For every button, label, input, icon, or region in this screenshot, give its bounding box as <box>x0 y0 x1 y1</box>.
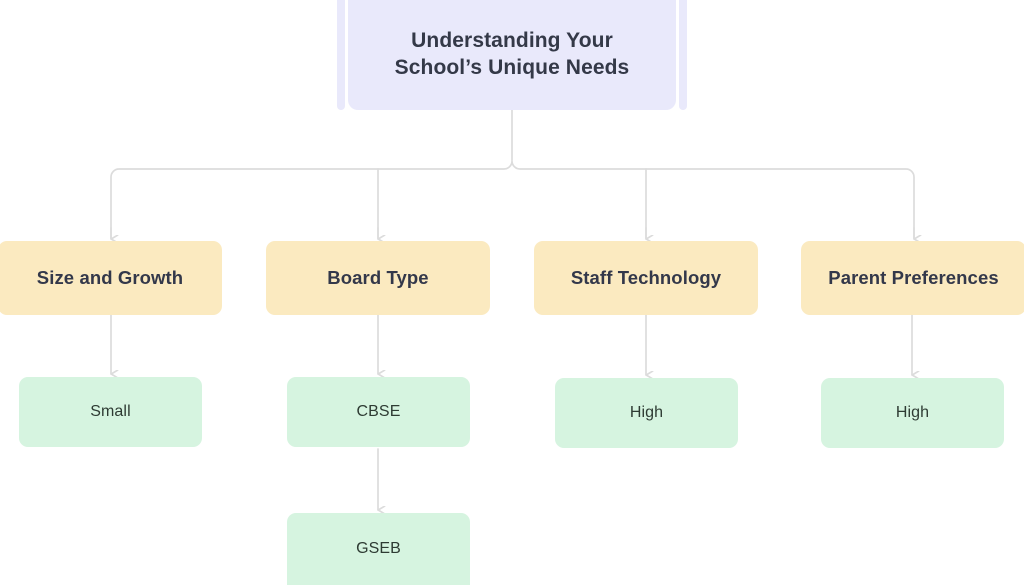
value-node-high-parent-preferences[interactable]: High <box>821 378 1004 448</box>
category-node-size-and-growth[interactable]: Size and Growth <box>0 241 222 315</box>
root-node-label-line1: Understanding Your <box>411 29 613 53</box>
edge-root-bus <box>110 160 915 239</box>
value-node-label: High <box>629 403 664 421</box>
value-node-label: Small <box>90 402 131 420</box>
value-node-label: High <box>895 403 930 421</box>
category-node-board-type[interactable]: Board Type <box>266 241 490 315</box>
value-node-label: CBSE <box>356 402 401 420</box>
category-node-label: Staff Technology <box>570 267 722 289</box>
root-node-left-strip <box>337 0 345 110</box>
category-node-label: Board Type <box>327 267 429 289</box>
root-node[interactable]: Understanding Your School’s Unique Needs <box>348 0 676 110</box>
value-node-small[interactable]: Small <box>19 377 202 447</box>
value-node-gseb[interactable]: GSEB <box>287 513 470 585</box>
category-node-label: Parent Preferences <box>828 267 999 289</box>
category-node-staff-technology[interactable]: Staff Technology <box>534 241 758 315</box>
value-node-cbse[interactable]: CBSE <box>287 377 470 447</box>
root-node-right-strip <box>679 0 687 110</box>
value-node-label: GSEB <box>356 539 401 557</box>
category-node-label: Size and Growth <box>36 267 184 289</box>
root-node-label-line2: School’s Unique Needs <box>394 56 630 79</box>
value-node-high-staff-technology[interactable]: High <box>555 378 738 448</box>
category-node-parent-preferences[interactable]: Parent Preferences <box>801 241 1024 315</box>
